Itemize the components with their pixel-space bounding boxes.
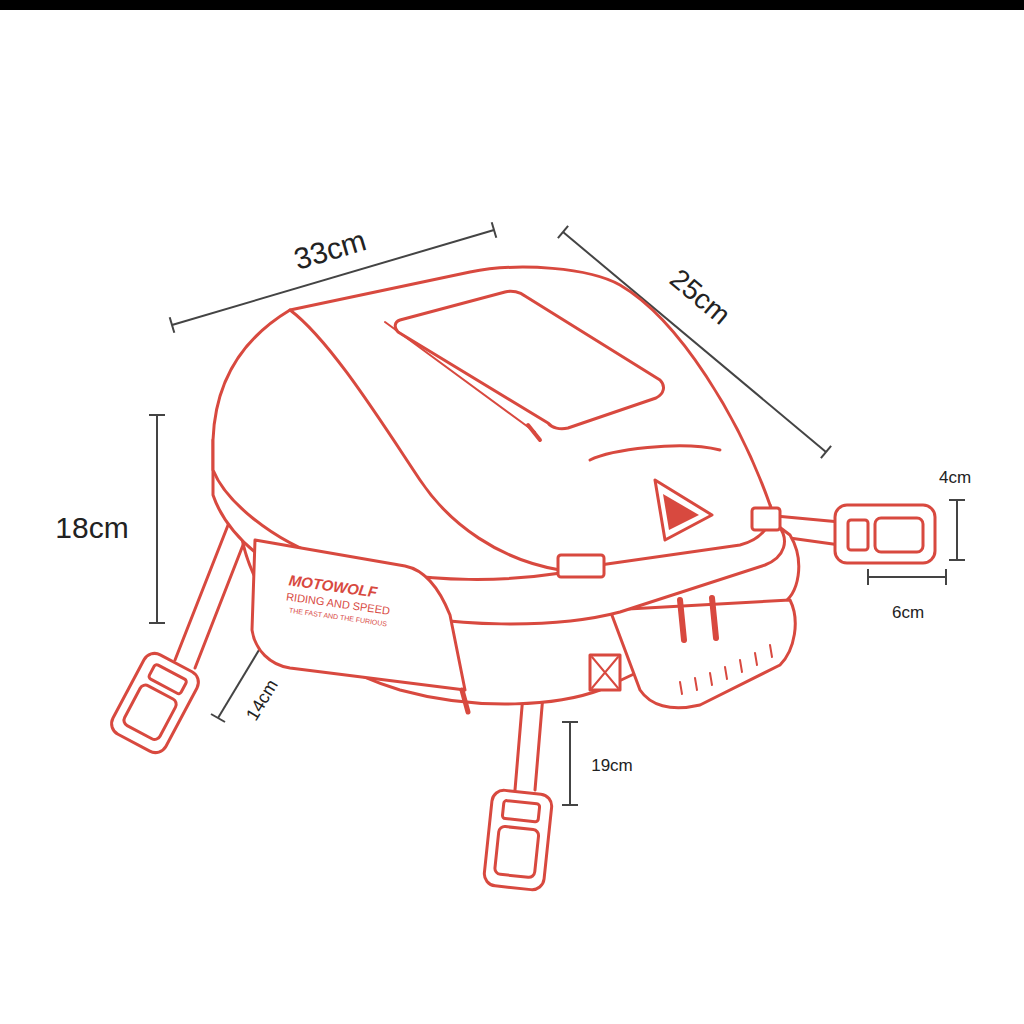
top-bar: [0, 0, 1024, 10]
dimension-label: 19cm: [591, 757, 633, 774]
dimension-label: 14cm: [243, 677, 281, 724]
dimension-label: 25cm: [665, 264, 735, 329]
dimension-label: 4cm: [939, 469, 971, 486]
dimension-label: 33cm: [291, 225, 370, 274]
bag-outline: [107, 267, 935, 891]
dimension-label: 18cm: [55, 513, 128, 543]
dimension-lines: [149, 222, 965, 805]
dimension-label: 6cm: [892, 604, 924, 621]
